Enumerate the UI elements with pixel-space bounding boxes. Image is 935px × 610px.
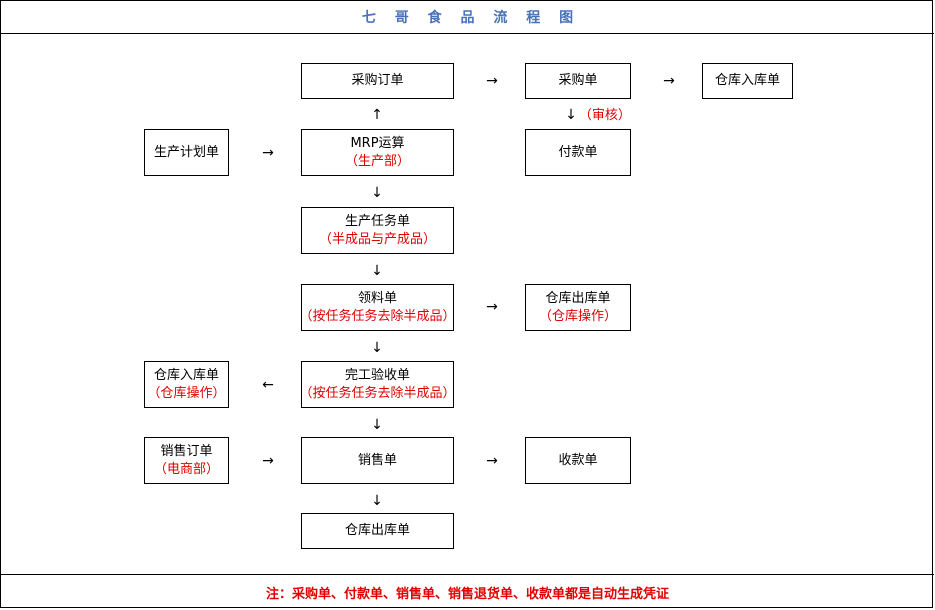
- node-label-main: 仓库入库单: [153, 367, 219, 383]
- node-label-main: 仓库出库单: [344, 523, 410, 539]
- node-warehouse-outbound-mid[interactable]: 仓库出库单 （仓库操作）: [525, 284, 631, 331]
- node-receipt-bill[interactable]: 收款单: [525, 437, 631, 484]
- arrow-down-icon: ↓: [371, 493, 383, 509]
- arrow-up-icon: ↑: [371, 107, 383, 123]
- node-purchase-bill[interactable]: 采购单: [525, 63, 631, 99]
- title-band: 七 哥 食 品 流 程 图: [1, 1, 934, 34]
- node-label-main: 生产计划单: [153, 144, 219, 160]
- node-payment-bill[interactable]: 付款单: [525, 129, 631, 176]
- node-mrp-calculation[interactable]: MRP运算 （生产部）: [301, 129, 454, 176]
- node-label-main: 付款单: [558, 144, 598, 160]
- node-label-main: 仓库入库单: [714, 73, 780, 89]
- connector-comp-to-win: ←: [250, 377, 286, 393]
- arrow-down-icon: ↓: [565, 107, 577, 123]
- footer-note: 注：采购单、付款单、销售单、销售退货单、收款单都是自动生成凭证: [265, 586, 669, 602]
- flowchart-canvas: 采购订单 → 采购单 → 仓库入库单 ↑ ↓ （审核） 生产计划单 →: [1, 34, 934, 575]
- node-sales-order[interactable]: 销售订单 （电商部）: [144, 437, 229, 484]
- arrow-down-icon: ↓: [371, 263, 383, 279]
- node-warehouse-inbound-left[interactable]: 仓库入库单 （仓库操作）: [144, 361, 229, 408]
- arrow-right-icon: →: [262, 453, 274, 469]
- connector-pb-to-wi: →: [651, 73, 687, 89]
- node-label-main: MRP运算: [350, 135, 405, 151]
- connector-sorder-to-sbill: →: [250, 453, 286, 469]
- node-production-plan[interactable]: 生产计划单: [144, 129, 229, 176]
- connector-pb-to-payment: ↓ （审核）: [553, 106, 643, 124]
- node-label-main: 采购单: [558, 73, 598, 89]
- node-label-sub: （仓库操作）: [538, 308, 617, 324]
- arrow-down-icon: ↓: [371, 185, 383, 201]
- node-label-main: 仓库出库单: [545, 290, 611, 306]
- connector-plan-to-mrp: →: [250, 145, 286, 161]
- page-title: 七 哥 食 品 流 程 图: [361, 10, 581, 26]
- arrow-right-icon: →: [262, 145, 274, 161]
- connector-tag-review: （审核）: [578, 107, 631, 123]
- footer-band: 注：采购单、付款单、销售单、销售退货单、收款单都是自动生成凭证: [1, 575, 934, 609]
- node-label-main: 收款单: [558, 452, 598, 468]
- connector-po-to-pb: →: [474, 73, 510, 89]
- node-purchase-order[interactable]: 采购订单: [301, 63, 454, 99]
- node-label-main: 领料单: [357, 290, 397, 306]
- arrow-right-icon: →: [486, 299, 498, 315]
- connector-mat-to-comp: ↓: [362, 339, 392, 357]
- node-material-requisition[interactable]: 领料单 （按任务任务去除半成品）: [299, 284, 456, 331]
- connector-task-to-mat: ↓: [362, 262, 392, 280]
- node-label-sub: （半成品与产成品）: [318, 231, 436, 247]
- node-completion-acceptance[interactable]: 完工验收单 （按任务任务去除半成品）: [299, 361, 456, 408]
- node-label-main: 生产任务单: [344, 213, 410, 229]
- node-label-sub: （电商部）: [153, 461, 219, 477]
- node-label-main: 销售订单: [160, 443, 213, 459]
- connector-sbill-to-receipt: →: [474, 453, 510, 469]
- node-label-main: 完工验收单: [344, 367, 410, 383]
- node-label-sub: （生产部）: [344, 153, 410, 169]
- node-label-sub: （仓库操作）: [147, 385, 226, 401]
- arrow-right-icon: →: [486, 453, 498, 469]
- node-label-main: 销售单: [357, 452, 397, 468]
- arrow-down-icon: ↓: [371, 417, 383, 433]
- node-label-main: 采购订单: [351, 73, 404, 89]
- connector-mrp-to-task: ↓: [362, 184, 392, 202]
- arrow-right-icon: →: [486, 73, 498, 89]
- node-production-task[interactable]: 生产任务单 （半成品与产成品）: [301, 207, 454, 254]
- connector-sbill-to-wout: ↓: [362, 492, 392, 510]
- arrow-down-icon: ↓: [371, 340, 383, 356]
- connector-mat-to-wout: →: [474, 299, 510, 315]
- arrow-right-icon: →: [663, 73, 675, 89]
- arrow-left-icon: ←: [262, 377, 274, 393]
- node-label-sub: （按任务任务去除半成品）: [299, 308, 456, 324]
- node-sales-bill[interactable]: 销售单: [301, 437, 454, 484]
- node-label-sub: （按任务任务去除半成品）: [299, 385, 456, 401]
- node-warehouse-outbound-bottom[interactable]: 仓库出库单: [301, 513, 454, 549]
- connector-comp-to-sales: ↓: [362, 416, 392, 434]
- connector-mrp-to-po: ↑: [362, 106, 392, 124]
- node-warehouse-inbound-top[interactable]: 仓库入库单: [702, 63, 793, 99]
